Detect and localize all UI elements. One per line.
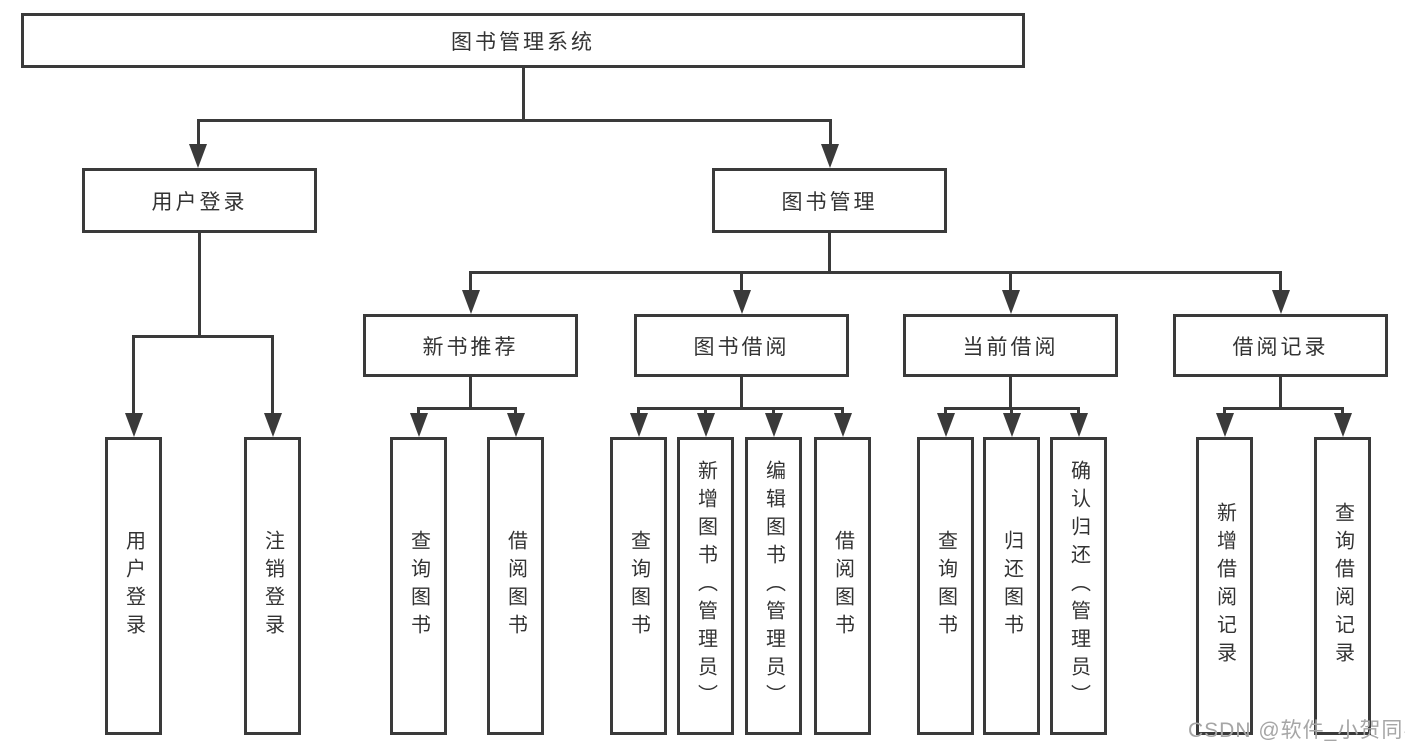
connector-drop-currentborrow-3	[1077, 407, 1080, 416]
arrowhead-recommend-2	[506, 413, 525, 437]
leaf-borrow-query-books: 查询图书	[610, 437, 667, 735]
leaf-logout: 注销登录	[244, 437, 301, 735]
arrowhead-leaf-user-login	[124, 413, 143, 437]
connector-recommend-stem	[469, 377, 472, 409]
arrowhead-current-borrow	[1001, 290, 1020, 314]
leaf-query-borrow-record-label: 查询借阅记录	[1331, 502, 1354, 670]
leaf-recommend-query-books: 查询图书	[390, 437, 447, 735]
connector-drop-currentborrow-2	[1010, 407, 1013, 416]
leaf-query-borrow-record: 查询借阅记录	[1314, 437, 1371, 735]
arrowhead-records-1	[1215, 413, 1234, 437]
arrowhead-recommend-1	[409, 413, 428, 437]
connector-drop-current-borrow	[1009, 272, 1012, 294]
node-user-login-label: 用户登录	[151, 190, 248, 214]
connector-drop-currentborrow-1	[944, 407, 947, 416]
csdn-watermark: CSDN @软件_小贺同学	[1188, 719, 1405, 742]
leaf-return-book: 归还图书	[983, 437, 1040, 735]
leaf-confirm-return-admin-label: 确认归还（管理员）	[1067, 460, 1090, 712]
node-root: 图书管理系统	[21, 13, 1025, 68]
connector-recommend-bar	[417, 406, 517, 410]
leaf-borrow-query-books-label: 查询图书	[627, 530, 650, 642]
arrowhead-book-management	[821, 144, 839, 168]
node-book-management-label: 图书管理	[781, 190, 878, 214]
connector-drop-book-borrow	[740, 272, 743, 294]
connector-level3-bar	[469, 271, 1282, 274]
connector-user-bar	[132, 334, 274, 338]
connector-drop-book-management	[828, 120, 832, 148]
arrowhead-bookborrow-3	[764, 413, 783, 437]
arrowhead-borrow-records	[1271, 290, 1290, 314]
leaf-recommend-borrow-books-label: 借阅图书	[504, 530, 527, 642]
connector-currentborrow-stem	[1009, 377, 1012, 409]
leaf-user-login: 用户登录	[105, 437, 162, 735]
leaf-user-login-label: 用户登录	[122, 530, 145, 642]
connector-drop-bookborrow-3	[772, 407, 775, 416]
connector-drop-new-book-recommend	[469, 272, 472, 294]
leaf-recommend-query-books-label: 查询图书	[407, 530, 430, 642]
connector-drop-bookborrow-4	[841, 407, 844, 416]
arrowhead-bookborrow-4	[833, 413, 852, 437]
node-book-borrow-label: 图书借阅	[693, 335, 790, 359]
node-new-book-recommend: 新书推荐	[363, 314, 578, 377]
arrowhead-bookborrow-1	[629, 413, 648, 437]
arrowhead-currentborrow-3	[1069, 413, 1088, 437]
connector-level2-bar	[196, 118, 832, 122]
arrowhead-user-login	[189, 144, 207, 168]
connector-bookborrow-stem	[740, 377, 743, 409]
node-current-borrow: 当前借阅	[903, 314, 1118, 377]
node-borrow-records: 借阅记录	[1173, 314, 1388, 377]
connector-drop-recommend-1	[417, 407, 420, 416]
node-root-label: 图书管理系统	[451, 30, 595, 54]
connector-drop-user-login	[196, 120, 200, 148]
connector-drop-records-2	[1341, 407, 1344, 416]
leaf-current-query-books: 查询图书	[917, 437, 974, 735]
node-user-login: 用户登录	[82, 168, 317, 233]
leaf-add-book-admin: 新增图书（管理员）	[677, 437, 734, 735]
arrowhead-leaf-logout	[263, 413, 282, 437]
node-book-borrow: 图书借阅	[634, 314, 849, 377]
leaf-return-book-label: 归还图书	[1000, 530, 1023, 642]
connector-drop-borrow-records	[1279, 272, 1282, 294]
leaf-borrow-borrow-books-label: 借阅图书	[831, 530, 854, 642]
leaf-edit-book-admin: 编辑图书（管理员）	[745, 437, 802, 735]
leaf-add-book-admin-label: 新增图书（管理员）	[694, 460, 717, 712]
leaf-current-query-books-label: 查询图书	[934, 530, 957, 642]
arrowhead-currentborrow-2	[1002, 413, 1021, 437]
leaf-borrow-borrow-books: 借阅图书	[814, 437, 871, 735]
connector-drop-bookborrow-1	[637, 407, 640, 416]
arrowhead-currentborrow-1	[936, 413, 955, 437]
connector-bookborrow-bar	[637, 406, 844, 410]
leaf-add-borrow-record-label: 新增借阅记录	[1213, 502, 1236, 670]
node-current-borrow-label: 当前借阅	[962, 335, 1059, 359]
connector-records-stem	[1279, 377, 1282, 409]
connector-drop-records-1	[1223, 407, 1226, 416]
connector-drop-bookborrow-2	[704, 407, 707, 416]
connector-records-bar	[1223, 406, 1344, 410]
arrowhead-book-borrow	[732, 290, 751, 314]
node-new-book-recommend-label: 新书推荐	[422, 335, 519, 359]
connector-drop-recommend-2	[514, 407, 517, 416]
leaf-edit-book-admin-label: 编辑图书（管理员）	[762, 460, 785, 712]
connector-user-stem	[198, 233, 201, 336]
connector-bm-stem	[828, 233, 831, 274]
connector-root-stem	[521, 68, 525, 121]
leaf-confirm-return-admin: 确认归还（管理员）	[1050, 437, 1107, 735]
arrowhead-new-book-recommend	[461, 290, 480, 314]
node-borrow-records-label: 借阅记录	[1232, 335, 1329, 359]
connector-drop-leaf-user-login	[132, 336, 135, 416]
arrowhead-records-2	[1333, 413, 1352, 437]
leaf-recommend-borrow-books: 借阅图书	[487, 437, 544, 735]
leaf-logout-label: 注销登录	[261, 530, 284, 642]
connector-drop-leaf-logout	[271, 336, 274, 416]
leaf-add-borrow-record: 新增借阅记录	[1196, 437, 1253, 735]
arrowhead-bookborrow-2	[696, 413, 715, 437]
node-book-management: 图书管理	[712, 168, 947, 233]
